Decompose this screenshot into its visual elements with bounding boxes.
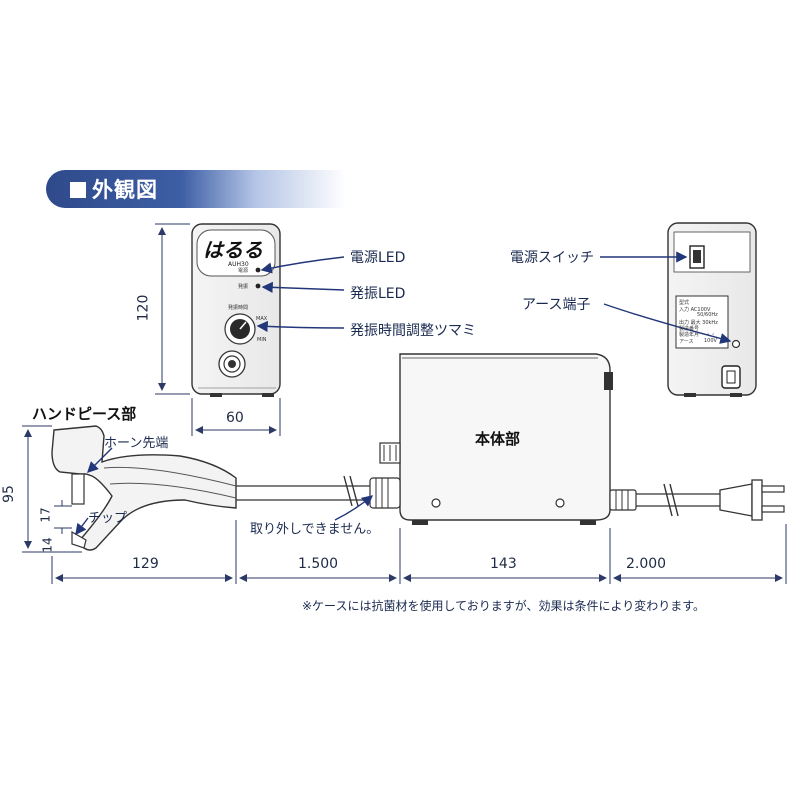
dim-cord-2: 2.000	[626, 556, 667, 572]
header-band	[46, 170, 346, 208]
front-dimension-lines	[155, 223, 281, 436]
ground-terminal-callout: アース端子	[522, 297, 591, 313]
dial-title-small-label: 発振時間	[228, 305, 249, 311]
power-led-small-label: 電源	[238, 268, 249, 274]
power-plug	[719, 479, 785, 521]
dim-handpiece-height: 95	[0, 485, 17, 503]
dial-max-label: MAX	[256, 316, 268, 322]
osc-led-small-label: 発振	[238, 284, 249, 290]
rating-line-3: 50/60Hz	[697, 312, 718, 318]
brand-logo: はるる	[203, 238, 263, 262]
cords	[236, 475, 720, 517]
power-led-callout: 電源LED	[350, 250, 406, 266]
page-title: 外観図	[70, 174, 158, 204]
tip-label: チップ	[88, 511, 128, 526]
handpiece-label: ハンドピース部	[32, 405, 137, 423]
osc-time-knob-callout: 発振時間調整ツマミ	[350, 323, 476, 339]
ground-terminal	[731, 339, 741, 349]
osc-led-dot	[255, 283, 261, 289]
handpiece-dimension-lines	[22, 425, 787, 584]
rating-line-2: 入力 AC100V	[679, 307, 711, 313]
strain-relief	[609, 489, 637, 511]
dim-handpiece-length: 129	[132, 556, 159, 572]
side-switch	[604, 372, 613, 390]
power-switch-callout: 電源スイッチ	[510, 250, 594, 266]
horn-tip-label: ホーン先端	[104, 436, 169, 451]
front-callout-arrows	[256, 256, 345, 333]
dim-front-width: 60	[226, 410, 244, 426]
main-body-label: 本体部	[475, 430, 521, 448]
rating-line-1: 型式	[679, 300, 690, 306]
dial-min-label: MIN	[257, 337, 267, 343]
dim-tip-14: 14	[40, 537, 55, 553]
rating-line-4: 出力 最大 30kHz	[679, 320, 718, 326]
tip	[71, 530, 87, 549]
dim-cord-1: 1.500	[298, 556, 339, 572]
rating-line-7: アース	[679, 339, 694, 345]
not-removable-note: 取り外しできません。	[250, 522, 380, 537]
cord-connector	[369, 477, 401, 509]
rating-line-5: 製造番号	[679, 326, 700, 332]
front-panel	[191, 223, 281, 397]
dim-tip-17: 17	[38, 507, 53, 523]
rear-callout-arrows	[600, 251, 732, 344]
rating-line-8: 100V	[704, 338, 717, 344]
horn-tip	[71, 473, 85, 505]
antibacterial-note: ※ケースには抗菌材を使用しておりますが、効果は条件により変わります。	[302, 599, 706, 613]
rear-panel	[667, 222, 757, 397]
power-led-dot	[255, 267, 261, 273]
main-body	[369, 353, 637, 525]
dim-front-height: 120	[135, 294, 152, 322]
handpiece-callouts	[75, 447, 374, 536]
dim-body-length: 143	[490, 556, 517, 572]
handpiece	[51, 425, 237, 551]
rating-line-6: 製造年月 ・・・	[679, 332, 716, 338]
model-label: AUH30	[228, 261, 249, 268]
osc-led-callout: 発振LED	[350, 286, 406, 302]
square-bullet-icon	[70, 182, 86, 198]
